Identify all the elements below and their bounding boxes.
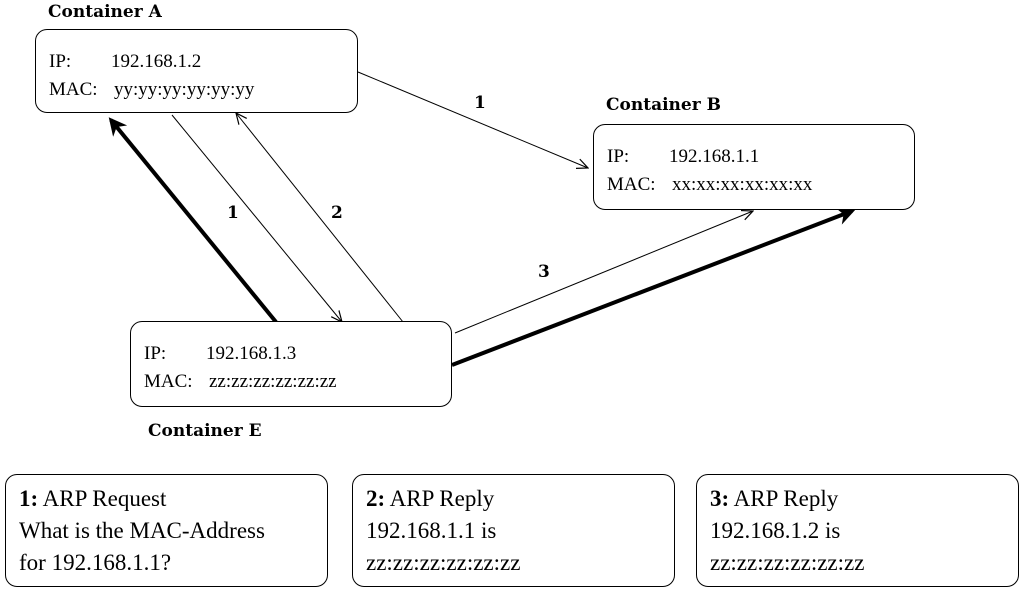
legend-2-number: 2:	[366, 486, 386, 511]
arrow-a-to-b	[357, 71, 588, 168]
container-b-mac-label: MAC:	[607, 174, 656, 195]
legend-1-line2: What is the MAC-Address	[19, 518, 265, 543]
container-a-ip-value: 192.168.1.2	[111, 51, 202, 72]
arrow-e-to-a-bold	[108, 117, 278, 324]
legend-3-title: ARP Reply	[733, 486, 839, 511]
container-b-title: Container B	[606, 95, 721, 115]
legend-3-line3: zz:zz:zz:zz:zz:zz	[710, 550, 865, 575]
legend-3-number: 3:	[710, 486, 730, 511]
legend-1-line3: for 192.168.1.1?	[19, 550, 172, 575]
container-e-title: Container E	[148, 421, 262, 441]
legend-2-title: ARP Reply	[389, 486, 495, 511]
legend-arp-reply-2: 3: ARP Reply 192.168.1.2 is zz:zz:zz:zz:…	[696, 474, 1019, 587]
legend-1-title: ARP Request	[42, 486, 167, 511]
container-b-ip-value: 192.168.1.1	[669, 146, 760, 167]
arrow-a-to-e	[171, 114, 342, 322]
edge-label-e-to-a: 2	[331, 203, 343, 223]
legend-1-number: 1:	[19, 486, 39, 511]
container-e-mac-row: MAC: zz:zz:zz:zz:zz:zz	[144, 371, 337, 392]
container-a-ip-row: IP: 192.168.1.2	[49, 51, 201, 72]
edge-label-a-to-b: 1	[474, 93, 486, 113]
legend-2-line2: 192.168.1.1 is	[366, 518, 497, 543]
container-a-title: Container A	[48, 2, 162, 22]
container-b-box: IP: 192.168.1.1 MAC: xx:xx:xx:xx:xx:xx	[593, 124, 915, 210]
edge-label-e-to-b: 3	[538, 262, 550, 282]
container-a-ip-label: IP:	[49, 51, 72, 72]
container-b-mac-value: xx:xx:xx:xx:xx:xx	[672, 174, 813, 195]
edge-label-a-to-e: 1	[227, 203, 239, 223]
legend-3-title-line: 3: ARP Reply	[710, 487, 838, 510]
container-a-mac-value: yy:yy:yy:yy:yy:yy	[114, 79, 255, 100]
legend-2-title-line: 2: ARP Reply	[366, 487, 494, 510]
container-e-box: IP: 192.168.1.3 MAC: zz:zz:zz:zz:zz:zz	[130, 321, 452, 407]
legend-2-line3: zz:zz:zz:zz:zz:zz	[366, 550, 521, 575]
container-b-ip-label: IP:	[607, 146, 630, 167]
container-a-mac-label: MAC:	[49, 79, 98, 100]
container-e-ip-row: IP: 192.168.1.3	[144, 343, 296, 364]
legend-arp-reply-1: 2: ARP Reply 192.168.1.1 is zz:zz:zz:zz:…	[352, 474, 675, 587]
container-a-mac-row: MAC: yy:yy:yy:yy:yy:yy	[49, 79, 254, 100]
container-e-mac-value: zz:zz:zz:zz:zz:zz	[209, 371, 337, 392]
arrow-e-to-b-thin	[454, 211, 753, 334]
container-e-ip-value: 192.168.1.3	[206, 343, 297, 364]
arrow-e-to-a	[236, 113, 404, 323]
container-e-mac-label: MAC:	[144, 371, 193, 392]
arrow-e-to-b-bold	[451, 207, 856, 367]
container-e-ip-label: IP:	[144, 343, 167, 364]
container-b-ip-row: IP: 192.168.1.1	[607, 146, 759, 167]
container-b-mac-row: MAC: xx:xx:xx:xx:xx:xx	[607, 174, 812, 195]
legend-arp-request: 1: ARP Request What is the MAC-Address f…	[5, 474, 328, 587]
legend-1-title-line: 1: ARP Request	[19, 487, 166, 510]
legend-3-line2: 192.168.1.2 is	[710, 518, 841, 543]
container-a-box: IP: 192.168.1.2 MAC: yy:yy:yy:yy:yy:yy	[35, 29, 358, 113]
